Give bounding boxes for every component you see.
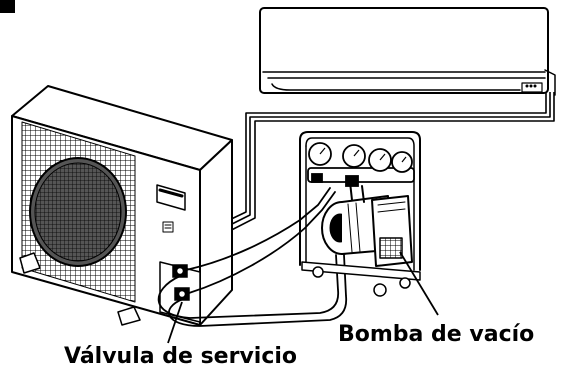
service-valve-icon [172, 264, 190, 301]
vacuum-pump-icon [299, 131, 421, 297]
corner-tab [0, 0, 15, 13]
indoor-unit-icon [259, 7, 556, 96]
service-valve-label: Válvula de servicio [64, 344, 298, 369]
vacuum-pump-label: Bomba de vacío [338, 322, 535, 347]
manifold-gauge-icon [307, 142, 415, 187]
leader-lines [167, 251, 439, 344]
